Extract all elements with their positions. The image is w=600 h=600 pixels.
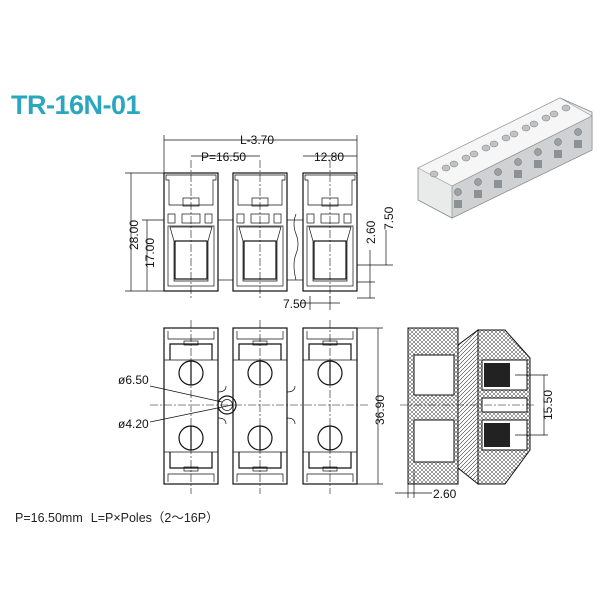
pitch-dim: P=16.50: [201, 150, 246, 164]
terminal-module-top: [302, 160, 358, 300]
terminal-module-bottom: [302, 320, 358, 494]
pitch-note: P=16.50mm: [15, 511, 83, 525]
footer-note: P=16.50mm L=P×Poles（2～16P）: [15, 507, 227, 526]
mount-hole-icon: [217, 395, 237, 415]
length-formula: L=P×Poles（2～16P）: [90, 511, 219, 525]
bottom-view: [149, 320, 383, 494]
top-view: [125, 135, 393, 310]
hole-inner-dim: ø4.20: [118, 417, 149, 431]
hole-outer-dim: ø6.50: [118, 373, 149, 387]
product-photo: [417, 97, 593, 219]
width-dim: 12.80: [314, 150, 344, 164]
dim-7-50-v: 7.50: [382, 206, 396, 230]
overall-length-dim: L-3.70: [240, 133, 274, 147]
product-title: TR-16N-01: [11, 90, 141, 120]
terminal-module-bottom: [163, 320, 219, 494]
offset-dim: 2.60: [433, 487, 457, 501]
screw-spacing-dim: 15.50: [541, 390, 555, 420]
side-view: 15.50 2.60: [395, 327, 555, 501]
bottom-height-dim: 36.90: [373, 395, 387, 425]
inner-height-dim: 17.00: [143, 238, 157, 268]
terminal-module-bottom: [232, 320, 288, 494]
height-dim: 28.00: [127, 220, 141, 250]
terminal-module-top: [163, 160, 219, 300]
terminal-module-top: [232, 160, 288, 300]
dim-7-50-h: 7.50: [283, 297, 307, 311]
dim-2-60: 2.60: [364, 220, 378, 244]
